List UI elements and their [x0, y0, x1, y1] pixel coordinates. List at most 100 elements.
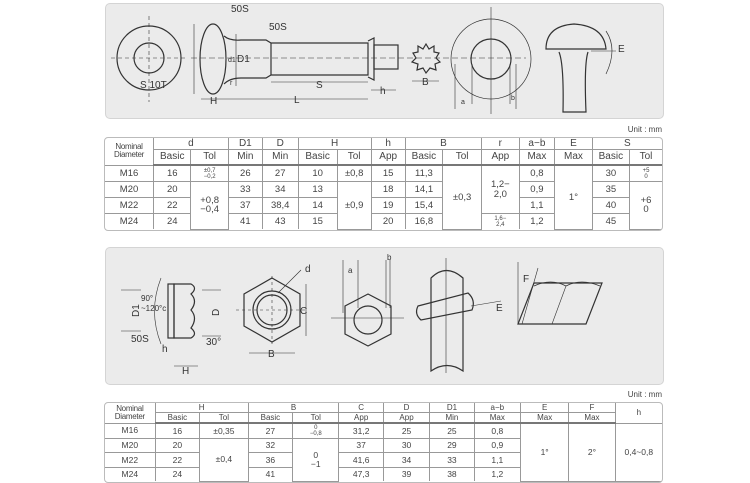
- S-label: S: [316, 80, 323, 91]
- bolt-side-view: 50S 50S d1 D1 r S L H h: [191, 4, 526, 107]
- radius-label: 50S: [131, 334, 149, 345]
- table-cell: 22: [154, 452, 201, 468]
- table-cell: +0,8 −0,4: [190, 181, 229, 230]
- column-header: H: [297, 138, 372, 150]
- table-cell: 15,4: [404, 197, 444, 214]
- table-cell: ±0,4: [199, 437, 249, 482]
- column-subheader: Max: [473, 412, 521, 424]
- column-header: D: [261, 138, 299, 150]
- column-subheader: Min: [227, 149, 263, 166]
- table-cell: 20: [370, 213, 406, 229]
- column-subheader: Tol: [442, 149, 483, 166]
- table-cell: 1,1: [518, 197, 556, 214]
- column-header: D: [382, 403, 431, 413]
- column-header: S: [591, 138, 662, 150]
- table-cell: 0,8: [518, 164, 556, 182]
- table-cell: 22: [153, 197, 192, 214]
- table-cell: +6 0: [629, 181, 662, 230]
- nut-chamfer-view: F: [517, 262, 603, 325]
- table-cell: ±0,9: [336, 181, 372, 230]
- table-cell: 1,1: [473, 452, 521, 468]
- table-cell: 45: [591, 213, 630, 229]
- column-subheader: Tol: [336, 149, 372, 166]
- table-cell: 34: [382, 452, 431, 468]
- table-cell: 13: [297, 181, 338, 198]
- table-cell: 25: [382, 422, 431, 439]
- column-subheader: Max: [519, 412, 570, 424]
- unit-label: Unit : mm: [627, 125, 662, 134]
- table-cell: 15: [370, 164, 406, 182]
- table-cell: 1°: [519, 422, 570, 482]
- B-label: B: [268, 349, 275, 360]
- table-cell: 0,4~0,8: [614, 422, 662, 482]
- column-header: h: [614, 403, 662, 424]
- table-cell: 16: [154, 422, 201, 439]
- column-subheader: Tol: [629, 149, 662, 166]
- column-subheader: App: [338, 412, 384, 424]
- table-cell: 15: [297, 213, 338, 229]
- table-cell: 0 −1: [292, 437, 340, 482]
- table-cell: 38,4: [261, 197, 299, 214]
- a-label: a: [348, 266, 353, 275]
- column-header: H: [154, 403, 249, 413]
- unit-label: Unit : mm: [627, 390, 662, 399]
- table-cell: 38: [429, 466, 475, 481]
- column-subheader: Tol: [292, 412, 340, 424]
- C-label: C: [300, 306, 307, 317]
- table-cell: 1,2− 2,0: [481, 164, 520, 214]
- table-cell: 43: [261, 213, 299, 229]
- table-cell: 26: [227, 164, 263, 182]
- table-cell: 32: [247, 437, 294, 453]
- table-cell: 30: [382, 437, 431, 453]
- column-subheader: Basic: [297, 149, 338, 166]
- table-cell: 39: [382, 466, 431, 481]
- E-label: E: [618, 44, 625, 55]
- table-cell: 20: [154, 437, 201, 453]
- table-cell: 16: [153, 164, 192, 182]
- column-header: E: [554, 138, 593, 150]
- column-subheader: Max: [568, 412, 616, 424]
- column-header: h: [370, 138, 406, 150]
- column-subheader: Tol: [199, 412, 249, 424]
- column-subheader: Basic: [155, 412, 201, 424]
- d1-label: d1: [228, 57, 236, 64]
- F-label: F: [523, 274, 529, 285]
- table-cell: 10: [297, 164, 338, 182]
- D1-label: D1: [237, 54, 250, 65]
- table-cell: ±0,8: [336, 164, 372, 182]
- column-subheader: Basic: [153, 149, 192, 166]
- table-cell: 27: [261, 164, 299, 182]
- B-label: B: [422, 77, 429, 88]
- column-header: B: [404, 138, 483, 150]
- column-subheader: Min: [261, 149, 299, 166]
- table-cell: 27: [247, 422, 294, 439]
- nut-side-view: D1 D 90° ~120°c 50S h H 30°: [121, 277, 222, 377]
- table-cell: 0,8: [473, 422, 521, 439]
- D-label: D: [211, 309, 222, 316]
- nominal-diameter-cell: M22: [105, 197, 155, 214]
- table-cell: 24: [153, 213, 192, 229]
- nominal-diameter-cell: M20: [105, 437, 156, 453]
- table-cell: 47,3: [338, 466, 384, 481]
- table-cell: 18: [370, 181, 406, 198]
- table-cell: 34: [261, 181, 299, 198]
- column-header: r: [481, 138, 520, 150]
- angle-label: ~120°c: [141, 304, 166, 313]
- column-header: D1: [227, 138, 263, 150]
- table-cell: ±0,7 −0,2: [190, 164, 229, 182]
- column-subheader: Tol: [190, 149, 229, 166]
- column-header: E: [519, 403, 570, 413]
- nominal-diameter-cell: M16: [105, 422, 156, 439]
- table-cell: 36: [247, 452, 294, 468]
- column-subheader: Basic: [404, 149, 444, 166]
- D1-label: D1: [131, 304, 142, 317]
- table-cell: 29: [429, 437, 475, 453]
- angle-label: 30°: [206, 337, 221, 348]
